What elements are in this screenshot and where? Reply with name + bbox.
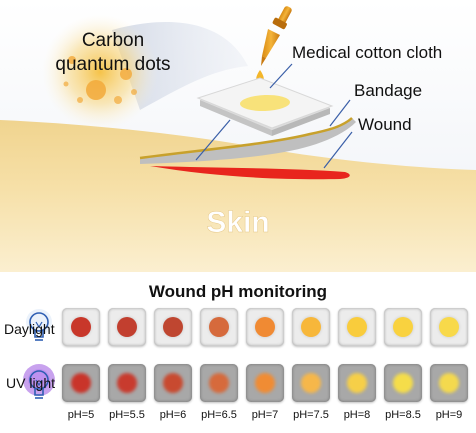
uv-tile — [384, 364, 422, 402]
bulb-uv-icon — [23, 364, 55, 399]
color-dot — [117, 317, 137, 337]
daylight-tile — [200, 308, 238, 346]
color-dot — [393, 317, 413, 337]
daylight-tile — [338, 308, 376, 346]
daylight-tile — [292, 308, 330, 346]
uv-tile — [108, 364, 146, 402]
uv-light-label: UV light — [6, 375, 56, 391]
uv-tile — [338, 364, 376, 402]
quantum-dots-glow — [42, 14, 158, 130]
cotton-label: Medical cotton cloth — [292, 43, 442, 62]
quantum-dots — [63, 56, 137, 104]
carbon-label-line1: Carbon — [82, 30, 144, 51]
ph-label: pH=8 — [343, 409, 371, 421]
ph-label: pH=9 — [435, 409, 463, 421]
skin-layer — [0, 120, 476, 272]
ph-label: pH=8.5 — [385, 409, 421, 421]
cotton-cloth — [196, 77, 334, 136]
color-dot — [255, 317, 275, 337]
bandage-leader-line — [329, 99, 351, 127]
uv-tile — [62, 364, 100, 402]
color-dot — [439, 373, 459, 393]
bandage-edge — [139, 117, 353, 160]
color-dot — [347, 317, 367, 337]
color-dot — [117, 373, 137, 393]
wound-leader-line — [323, 131, 353, 169]
color-dot — [393, 373, 413, 393]
wound-label: Wound — [358, 115, 412, 134]
daylight-tile — [430, 308, 468, 346]
monitoring-title: Wound pH monitoring — [148, 282, 328, 301]
color-dot — [301, 317, 321, 337]
daylight-tile — [62, 308, 100, 346]
uv-tile — [430, 364, 468, 402]
ph-monitoring-panel: Wound pH monitoring Daylight UV light pH… — [0, 276, 476, 433]
color-dot — [347, 373, 367, 393]
color-dot — [163, 317, 183, 337]
ph-label: pH=7.5 — [293, 409, 329, 421]
color-dot — [209, 317, 229, 337]
uv-tile — [246, 364, 284, 402]
ph-label: pH=6 — [159, 409, 187, 421]
uv-tile — [154, 364, 192, 402]
ph-label: pH=5 — [67, 409, 95, 421]
daylight-tile — [384, 308, 422, 346]
color-dot — [255, 373, 275, 393]
daylight-label: Daylight — [4, 321, 55, 337]
ph-label: pH=7 — [251, 409, 279, 421]
uv-tile — [200, 364, 238, 402]
color-dot — [209, 373, 229, 393]
cotton-leader-line — [269, 63, 293, 89]
wound-bandage-illustration: Carbon quantum dots Medical cotton cloth… — [0, 0, 476, 272]
color-dot — [439, 317, 459, 337]
carbon-label-line2: quantum dots — [55, 54, 170, 75]
color-dot — [71, 317, 91, 337]
color-dot — [301, 373, 321, 393]
daylight-tile — [246, 308, 284, 346]
pad-to-skin-line — [195, 119, 231, 161]
bandage-label: Bandage — [354, 81, 422, 100]
skin-label: Skin — [206, 206, 269, 239]
wound-shape — [150, 166, 350, 180]
bulb-daylight-icon — [26, 309, 52, 341]
color-dot — [163, 373, 183, 393]
daylight-tile — [108, 308, 146, 346]
uv-tile — [292, 364, 330, 402]
ph-label: pH=6.5 — [201, 409, 237, 421]
daylight-tile — [154, 308, 192, 346]
color-dot — [71, 373, 91, 393]
ph-label: pH=5.5 — [109, 409, 145, 421]
